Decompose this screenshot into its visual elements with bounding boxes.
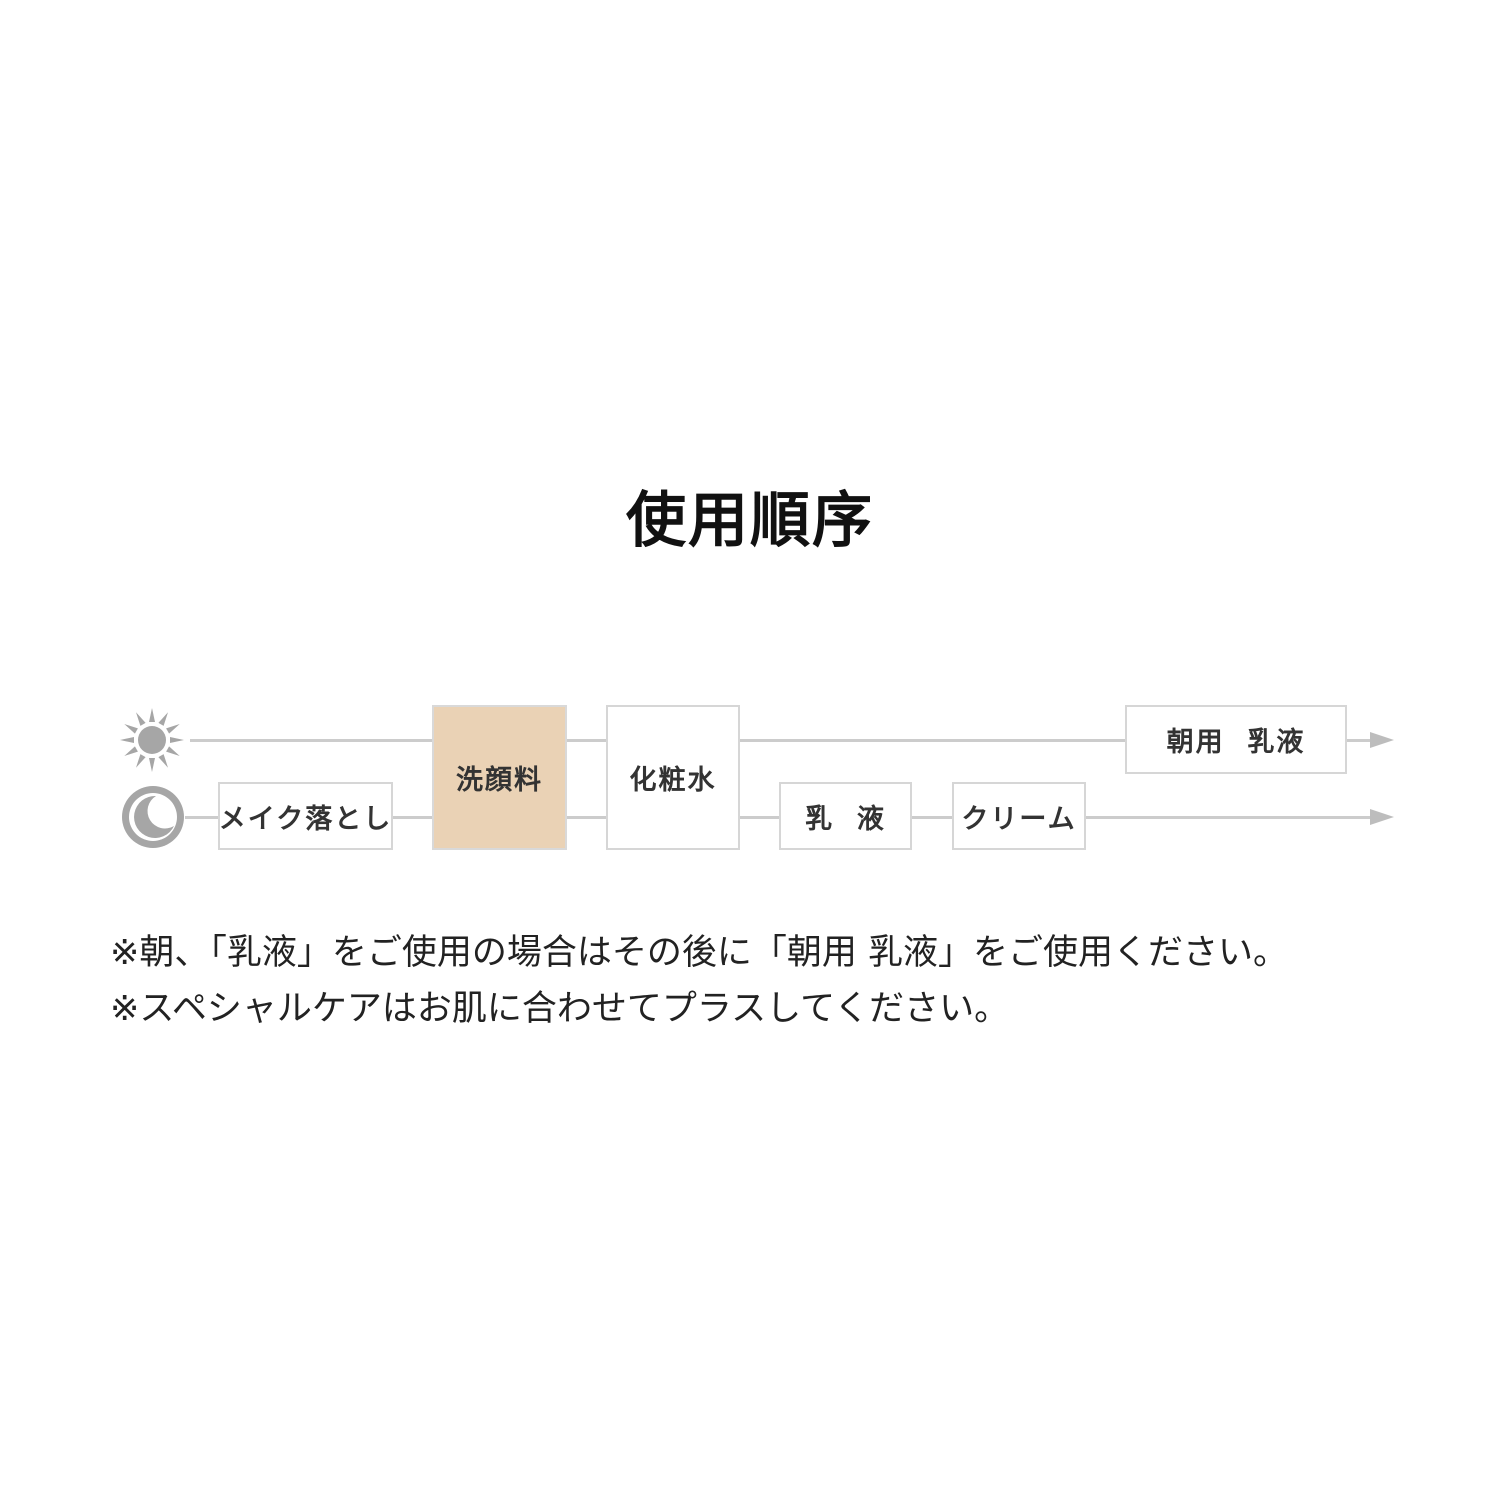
step-lotion: 化粧水 bbox=[606, 705, 740, 850]
sun-icon bbox=[120, 708, 184, 772]
step-emulsion: 乳 液 bbox=[779, 782, 912, 850]
step-makeup-remover: メイク落とし bbox=[218, 782, 393, 850]
step-cleanser: 洗顔料 bbox=[432, 705, 567, 850]
night-arrow bbox=[1370, 809, 1394, 825]
usage-order-flow: メイク落とし 洗顔料 化粧水 乳 液 クリーム 朝用 乳液 bbox=[0, 690, 1500, 870]
notes: ※朝、「乳液」をご使用の場合はその後に「朝用 乳液」をご使用ください。 ※スペシ… bbox=[110, 925, 1410, 1037]
note-morning-emulsion: ※朝、「乳液」をご使用の場合はその後に「朝用 乳液」をご使用ください。 bbox=[110, 933, 1288, 973]
night-line bbox=[185, 816, 1370, 819]
note-special-care: ※スペシャルケアはお肌に合わせてプラスしてください。 bbox=[110, 989, 1010, 1029]
morning-line bbox=[190, 739, 1370, 742]
moon-icon bbox=[122, 786, 184, 848]
page-title: 使用順序 bbox=[626, 486, 874, 556]
morning-arrow bbox=[1370, 732, 1394, 748]
step-morning-emulsion: 朝用 乳液 bbox=[1125, 705, 1347, 774]
step-cream: クリーム bbox=[952, 782, 1086, 850]
